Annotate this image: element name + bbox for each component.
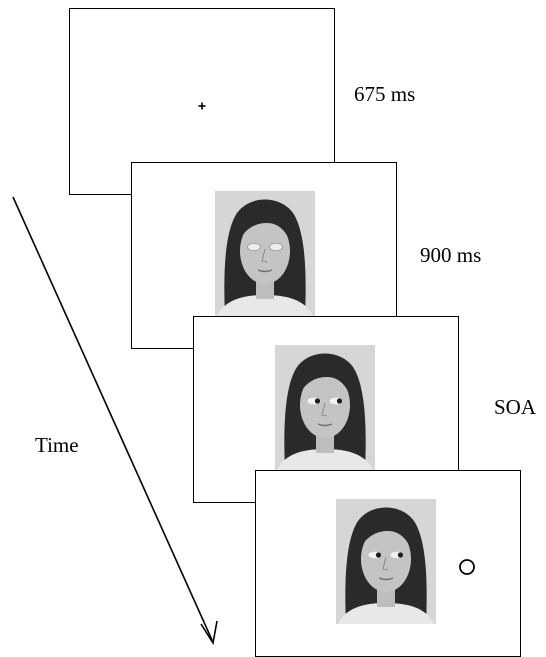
fixation-cross-icon [198, 97, 206, 110]
face-eyes-closed-image [214, 190, 316, 317]
duration-label-soa: SOA [494, 395, 537, 419]
target-circle-icon [458, 558, 476, 576]
duration-label-fixation: 675 ms [354, 82, 416, 106]
time-axis-label: Time [35, 433, 79, 457]
duration-label-eyes-closed: 900 ms [420, 243, 482, 267]
face-gaze-right-image [274, 344, 376, 471]
frame-target [255, 470, 521, 657]
face-gaze-right-image [335, 498, 437, 625]
